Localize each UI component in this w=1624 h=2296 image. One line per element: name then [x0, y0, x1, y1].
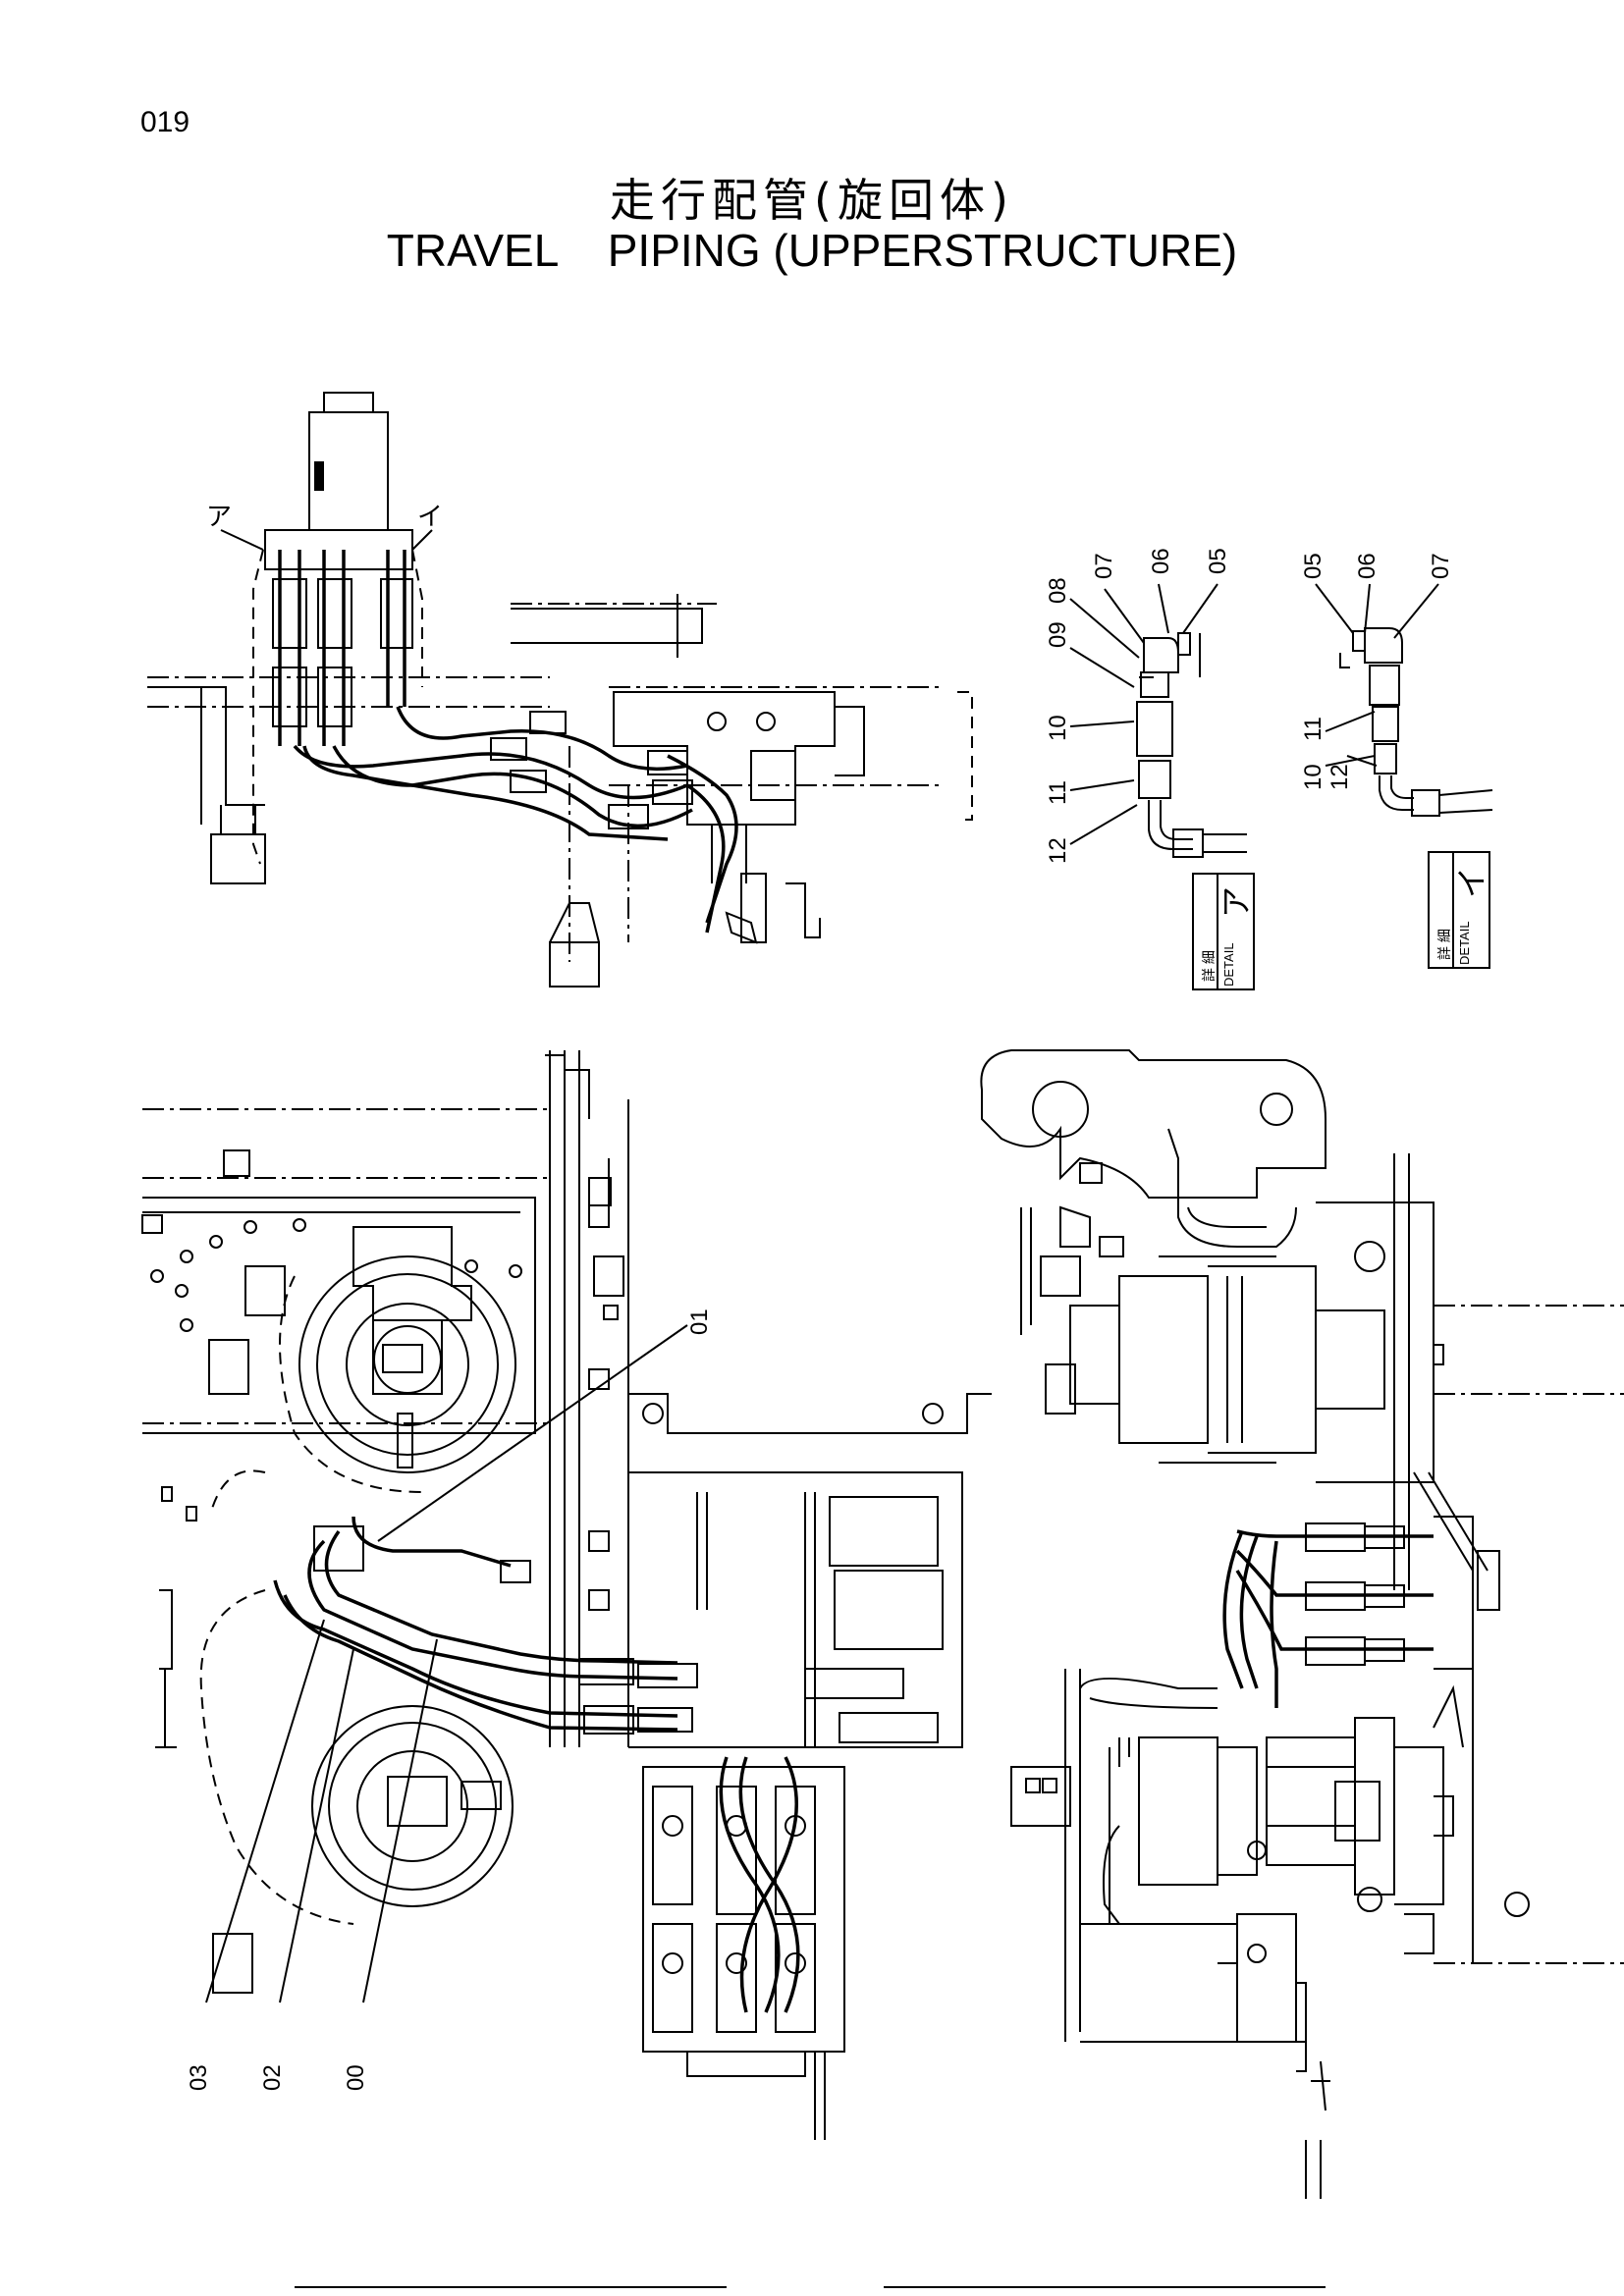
detail-a-part-07: 07	[1091, 553, 1117, 579]
main-part-01: 01	[686, 1308, 713, 1335]
detail-b-part-05: 05	[1300, 553, 1326, 579]
main-part-00: 00	[343, 2064, 369, 2091]
main-part-03: 03	[186, 2064, 212, 2091]
detail-b-part-12: 12	[1326, 764, 1353, 790]
detail-a-part-09: 09	[1045, 621, 1071, 648]
detail-a-part-10: 10	[1045, 715, 1071, 741]
detail-b-part-10: 10	[1300, 764, 1326, 790]
detail-a-tag: ア	[1218, 886, 1254, 918]
detail-a-part-11: 11	[1045, 780, 1071, 805]
detail-a-part-12: 12	[1045, 837, 1071, 864]
page-number: 019	[140, 106, 190, 138]
detail-b-part-07: 07	[1428, 553, 1454, 579]
detail-b-label-en: DETAIL	[1457, 921, 1472, 965]
detail-a-label-jp: 詳 細	[1201, 950, 1217, 982]
tag-b-top: イ	[417, 502, 443, 531]
detail-b-label-jp: 詳 細	[1436, 929, 1452, 960]
tag-a-top: ア	[206, 502, 232, 531]
detail-a-label-en: DETAIL	[1221, 942, 1236, 987]
detail-a-part-06: 06	[1148, 548, 1174, 574]
detail-b-part-11: 11	[1300, 717, 1326, 741]
detail-a: 08 07 06 05 09 10 11 12 詳 細 DETAIL ア	[1045, 548, 1255, 990]
detail-a-part-08: 08	[1045, 577, 1071, 604]
detail-b-part-06: 06	[1354, 553, 1380, 579]
main-part-02: 02	[259, 2064, 286, 2091]
title-japanese: 走行配管(旋回体)	[610, 174, 1014, 227]
top-view-assembly: ア イ	[147, 392, 973, 988]
detail-a-part-05: 05	[1205, 548, 1231, 574]
title-english: TRAVEL PIPING (UPPERSTRUCTURE)	[386, 225, 1238, 276]
detail-b: 05 06 07 11 10 12 詳 細 DETAIL イ	[1300, 553, 1493, 969]
main-view-assembly: 01 03 02 00	[141, 1049, 1624, 2199]
detail-b-tag: イ	[1454, 867, 1489, 898]
